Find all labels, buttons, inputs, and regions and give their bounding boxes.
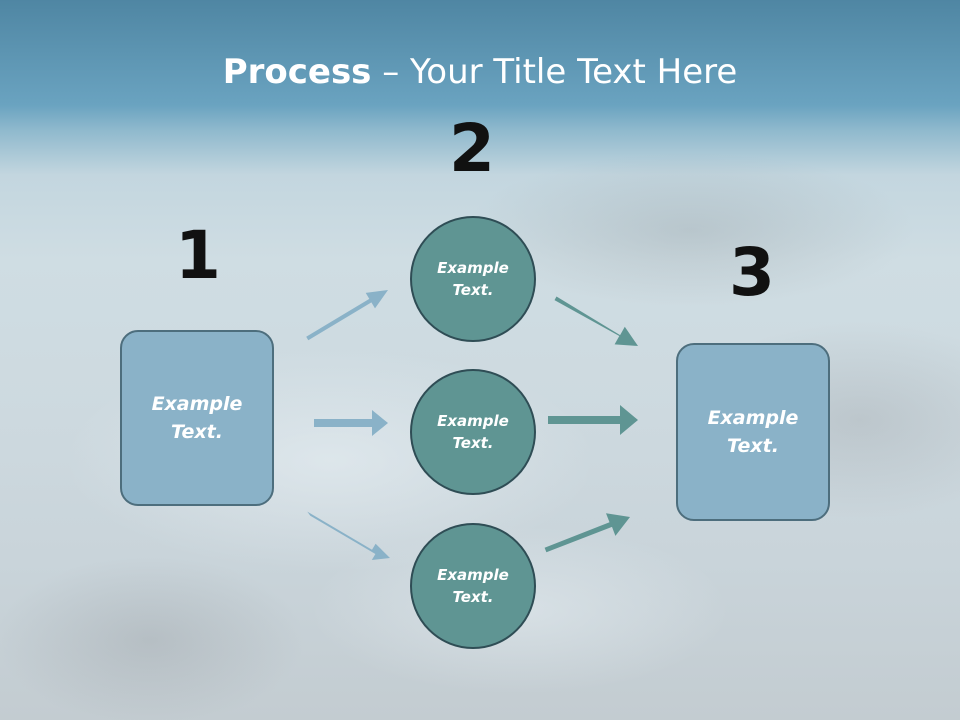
right-box-text: Example Text. (707, 406, 799, 458)
title-bold: Process (222, 52, 372, 92)
circle-top-text: Example Text. (437, 258, 509, 300)
slide-title: Process – Your Title Text Here (0, 52, 960, 92)
process-circle-middle: Example Text. (410, 369, 536, 495)
arrow-middle-to-right (548, 405, 638, 435)
arrow-left-to-middle (314, 410, 388, 436)
arrow-bottom-to-right (544, 513, 630, 553)
left-process-box: Example Text. (120, 330, 274, 506)
circle-middle-text: Example Text. (437, 411, 509, 453)
left-box-text: Example Text. (151, 392, 243, 444)
process-circle-bottom: Example Text. (410, 523, 536, 649)
circle-bottom-text: Example Text. (437, 565, 509, 607)
right-process-box: Example Text. (676, 343, 830, 521)
arrow-top-to-right (554, 296, 638, 346)
process-circle-top: Example Text. (410, 216, 536, 342)
arrow-left-to-bottom (307, 511, 390, 560)
title-rest: – Your Title Text Here (371, 52, 738, 92)
step-number-1: 1 (175, 217, 221, 294)
step-number-2: 2 (449, 110, 495, 187)
arrow-left-to-top (306, 290, 388, 341)
step-number-3: 3 (729, 234, 775, 311)
